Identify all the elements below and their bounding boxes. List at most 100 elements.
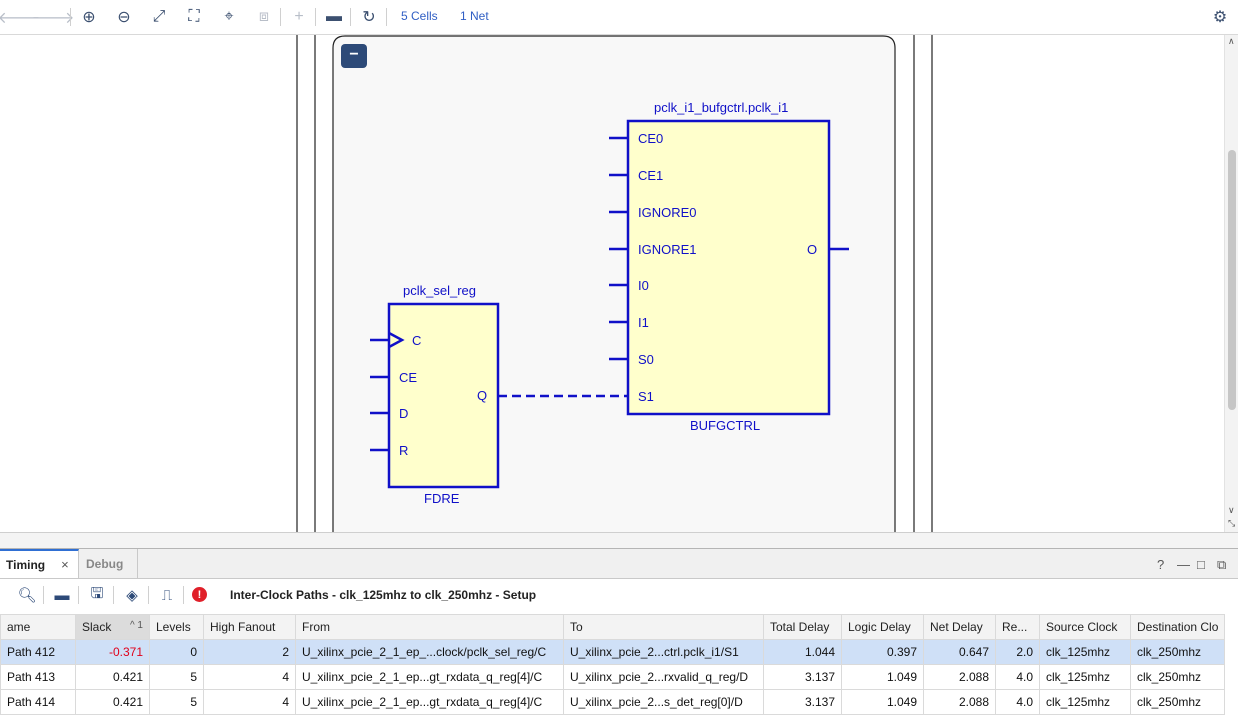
col-requirement[interactable]: Re...	[995, 614, 1040, 640]
panel-title: Inter-Clock Paths - clk_125mhz to clk_25…	[230, 588, 537, 602]
save-icon[interactable]: 🖫	[90, 584, 104, 602]
cell-to: U_xilinx_pcie_2...rxvalid_q_reg/D	[563, 664, 764, 690]
bufgctrl-instance-label: pclk_i1_bufgctrl.pclk_i1	[654, 100, 789, 115]
col-slack-label: Slack	[82, 620, 112, 634]
close-icon[interactable]: ×	[61, 557, 69, 572]
plus-icon[interactable]: +	[294, 8, 304, 25]
table-row[interactable]: Path 412 -0.371 0 2 U_xilinx_pcie_2_1_ep…	[0, 639, 1226, 665]
tab-debug-label: Debug	[86, 556, 124, 571]
cell-name: Path 413	[0, 664, 76, 690]
col-levels[interactable]: Levels	[149, 614, 204, 640]
sort-ascending-icon: ^ 1	[129, 620, 143, 631]
cell-from: U_xilinx_pcie_2_1_ep_...clock/pclk_sel_r…	[295, 639, 564, 665]
bufgctrl-pin-stubs	[609, 136, 849, 361]
cells-link[interactable]: 5 Cells	[401, 9, 438, 23]
resize-corner-icon[interactable]: ⤡	[1228, 518, 1236, 528]
search-icon[interactable]: 🔍︎	[17, 587, 37, 604]
waveform-icon[interactable]: ⎍	[161, 586, 173, 604]
collapse-hierarchy-button[interactable]: −	[341, 44, 367, 68]
fdre-pin-r: R	[399, 443, 409, 458]
cell-from: U_xilinx_pcie_2_1_ep...gt_rxdata_q_reg[4…	[295, 689, 564, 715]
tab-timing[interactable]: Timing ×	[0, 549, 79, 578]
arrow-right-icon[interactable]: 🡒	[31, 9, 75, 27]
bufgctrl-pin-s1: S1	[638, 389, 654, 404]
panel-tabs: Timing × Debug ? — □ ⧉	[0, 549, 1238, 579]
error-icon: !	[192, 587, 207, 602]
zoom-out-icon[interactable]: ⊖	[117, 9, 131, 26]
schematic-canvas[interactable]: − pclk_i1_bufgctrl.pclk_i1 BUFGCTRL CE0 …	[0, 35, 1224, 532]
panel-toolbar: 🔍︎ ▬ 🖫 ◈ ⎍ ! Inter-Clock Paths - clk_125…	[0, 579, 1238, 611]
toolbar-divider	[78, 586, 79, 604]
col-from[interactable]: From	[295, 614, 564, 640]
cell-total-delay: 3.137	[763, 664, 842, 690]
cell-fanout: 4	[203, 664, 296, 690]
refresh-icon[interactable]: ↻	[362, 9, 376, 26]
cell-source-clock: clk_125mhz	[1039, 664, 1131, 690]
bufgctrl-pin-ignore0: IGNORE0	[638, 205, 697, 220]
scroll-down-icon[interactable]: ∨	[1228, 505, 1235, 515]
bufgctrl-pin-i0: I0	[638, 278, 649, 293]
bufgctrl-pin-ce1: CE1	[638, 168, 664, 183]
cell-requirement: 4.0	[995, 664, 1040, 690]
expand-icon[interactable]: ⧈	[258, 8, 270, 25]
tab-debug[interactable]: Debug	[79, 549, 138, 578]
col-net-delay[interactable]: Net Delay	[923, 614, 996, 640]
scroll-up-icon[interactable]: ∧	[1228, 36, 1235, 46]
tab-timing-label: Timing	[6, 557, 46, 572]
canvas-vertical-scrollbar[interactable]: ∧ ∨ ⤡	[1224, 35, 1238, 532]
help-icon[interactable]: ?	[1157, 557, 1165, 572]
scrollbar-thumb[interactable]	[1228, 150, 1236, 410]
cell-name: Path 414	[0, 689, 76, 715]
timing-paths-table: ame Slack^ 1 Levels High Fanout From To …	[0, 614, 1226, 715]
maximize-icon[interactable]: □	[1197, 557, 1205, 572]
col-source-clock[interactable]: Source Clock	[1039, 614, 1131, 640]
toolbar-divider	[350, 8, 351, 26]
fdre-type-label: FDRE	[424, 491, 460, 506]
toolbar-divider	[183, 586, 184, 604]
zoom-selection-icon[interactable]: ⛶	[188, 8, 200, 25]
schematic-diagram	[296, 35, 933, 532]
cell-destination-clock: clk_250mhz	[1129, 664, 1226, 690]
table-row[interactable]: Path 414 0.421 5 4 U_xilinx_pcie_2_1_ep.…	[0, 689, 1226, 715]
toolbar-divider	[280, 8, 281, 26]
cell-total-delay: 3.137	[763, 689, 842, 715]
toolbar-divider	[113, 586, 114, 604]
toolbar-divider	[70, 8, 71, 26]
col-name[interactable]: ame	[0, 614, 76, 640]
col-total-delay[interactable]: Total Delay	[763, 614, 842, 640]
toolbar-divider	[43, 586, 44, 604]
col-slack[interactable]: Slack ^ 1	[75, 614, 150, 640]
crosshair-icon[interactable]: ⌖	[224, 8, 234, 25]
cell-requirement: 2.0	[995, 639, 1040, 665]
cell-net-delay: 2.088	[923, 689, 996, 715]
restore-icon[interactable]: ⧉	[1217, 557, 1227, 572]
col-to[interactable]: To	[563, 614, 764, 640]
zoom-fit-icon[interactable]: ⤢	[152, 8, 166, 25]
cell-levels: 5	[149, 664, 204, 690]
minus-icon[interactable]: ▬	[326, 8, 342, 25]
table-row[interactable]: Path 413 0.421 5 4 U_xilinx_pcie_2_1_ep.…	[0, 664, 1226, 690]
cell-levels: 0	[149, 639, 204, 665]
schematic-toolbar: 🡐 🡒 ⊕ ⊖ ⤢ ⛶ ⌖ ⧈ + ▬ ↻ 5 Cells 1 Net ⚙	[0, 0, 1238, 35]
minimize-icon[interactable]: —	[1177, 557, 1190, 572]
arrow-left-icon[interactable]: 🡐	[0, 9, 41, 27]
fdre-pin-d: D	[399, 406, 409, 421]
cell-slack: 0.421	[75, 689, 150, 715]
table-header: ame Slack^ 1 Levels High Fanout From To …	[0, 614, 1226, 640]
fdre-instance-label: pclk_sel_reg	[403, 283, 476, 298]
col-destination-clock[interactable]: Destination Clo	[1129, 614, 1226, 640]
col-logic-delay[interactable]: Logic Delay	[841, 614, 924, 640]
gear-icon[interactable]: ⚙	[1212, 9, 1228, 26]
pane-splitter[interactable]	[0, 532, 1238, 549]
collapse-all-icon[interactable]: ▬	[54, 586, 70, 604]
diamond-icon[interactable]: ◈	[126, 587, 138, 604]
cell-logic-delay: 1.049	[841, 664, 924, 690]
cell-slack: -0.371	[75, 639, 150, 665]
cell-slack: 0.421	[75, 664, 150, 690]
clock-triangle-icon	[388, 331, 405, 349]
net-link[interactable]: 1 Net	[460, 9, 489, 23]
toolbar-divider	[148, 586, 149, 604]
col-high-fanout[interactable]: High Fanout	[203, 614, 296, 640]
fdre-pin-q: Q	[477, 388, 488, 403]
zoom-in-icon[interactable]: ⊕	[82, 9, 96, 26]
